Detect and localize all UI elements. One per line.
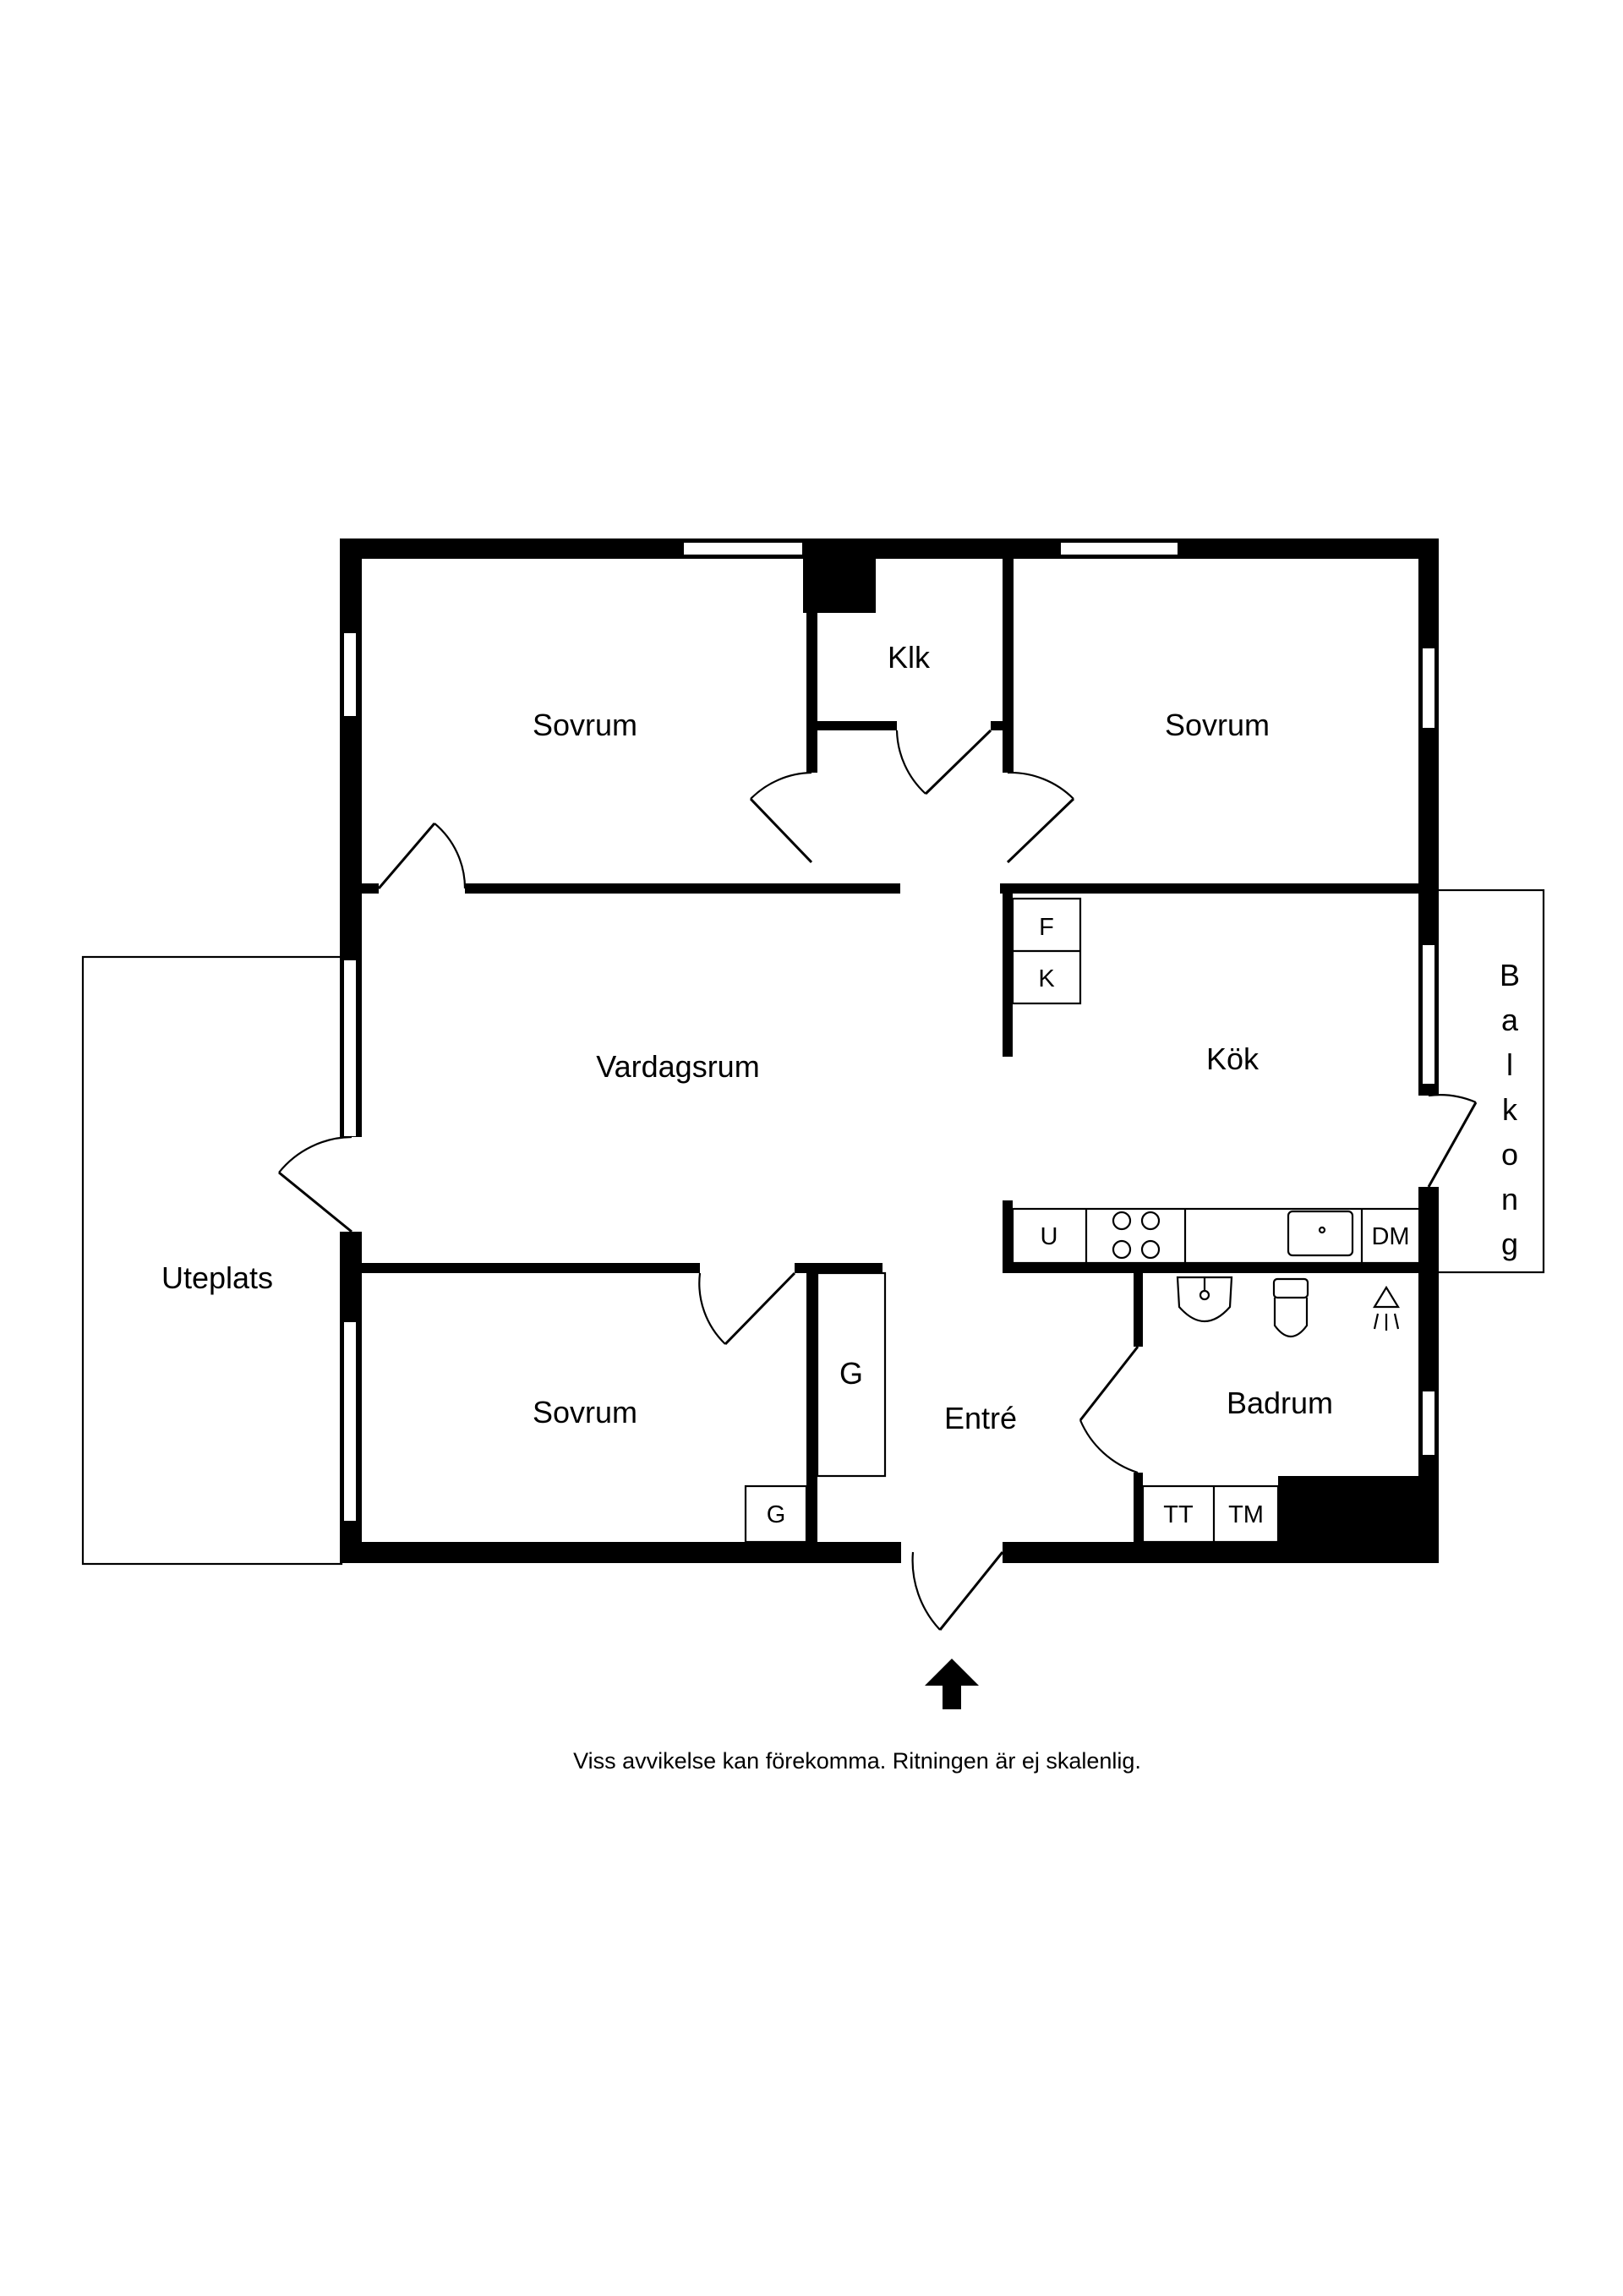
fixture-label-wardrobe-hall: G xyxy=(839,1356,863,1391)
room-label-klk: Klk xyxy=(888,640,931,675)
window-right-3 xyxy=(1421,1390,1436,1457)
laundry-box xyxy=(1141,1484,1280,1544)
stove-icon xyxy=(1112,1211,1161,1260)
exterior-door-openings xyxy=(338,1096,1442,1565)
windows xyxy=(342,541,1436,1522)
door-entre xyxy=(911,1551,1004,1631)
fixture-label-dryer: TT xyxy=(1163,1501,1194,1528)
bathroom-fixtures xyxy=(1141,1276,1400,1544)
fixture-label-oven: U xyxy=(1041,1223,1058,1250)
room-label-kok: Kök xyxy=(1206,1041,1260,1076)
window-right-1 xyxy=(1421,647,1436,730)
fixture-label-fridge: F xyxy=(1039,914,1054,941)
balkong-letter: o xyxy=(1501,1137,1518,1172)
balkong-letter: k xyxy=(1502,1092,1518,1127)
window-left-3 xyxy=(342,1320,358,1522)
window-left-2 xyxy=(342,959,358,1138)
window-top-right xyxy=(1059,541,1179,556)
room-label-sovrum-sw: Sovrum xyxy=(533,1395,637,1430)
door-sovrum-ne xyxy=(1006,771,1075,864)
door-balkong xyxy=(1427,1094,1478,1188)
fixture-label-washer: TM xyxy=(1228,1501,1264,1528)
fixture-label-wardrobe-bedroom: G xyxy=(767,1501,786,1528)
wardrobe-hall-box xyxy=(816,1271,887,1478)
room-labels: Sovrum Klk Sovrum Vardagsrum Kök Uteplat… xyxy=(161,640,1520,1435)
room-label-entre: Entré xyxy=(944,1401,1017,1435)
sink-icon xyxy=(1287,1210,1354,1257)
door-sovrum-nw xyxy=(377,823,467,889)
window-right-2 xyxy=(1421,943,1436,1085)
entrance-arrow-icon xyxy=(925,1659,979,1709)
washbasin-icon xyxy=(1176,1276,1233,1322)
room-label-sovrum-nw: Sovrum xyxy=(533,708,637,742)
shower-icon xyxy=(1373,1285,1400,1331)
fixture-labels: F K U DM G G TT TM xyxy=(767,914,1410,1528)
disclaimer-text: Viss avvikelse kan förekomma. Ritningen … xyxy=(573,1748,1141,1774)
room-label-uteplats: Uteplats xyxy=(161,1260,273,1295)
balkong-letter: l xyxy=(1506,1047,1513,1082)
interior-walls xyxy=(362,559,1420,1544)
fixture-label-freezer: K xyxy=(1038,965,1055,992)
doors xyxy=(278,729,1478,1631)
door-sovrum-sw xyxy=(698,1271,796,1346)
balkong-letter: n xyxy=(1501,1182,1518,1216)
room-label-vardagsrum: Vardagsrum xyxy=(596,1049,759,1084)
window-top-left xyxy=(682,541,804,556)
balkong-letter: B xyxy=(1500,958,1520,992)
balkong-letter: g xyxy=(1501,1227,1518,1261)
balkong-outline xyxy=(1435,888,1545,1274)
fixture-label-dishwasher: DM xyxy=(1371,1223,1409,1250)
wardrobes xyxy=(744,1271,887,1544)
balkong-letter: a xyxy=(1501,1003,1519,1037)
door-sovrum-nw-east xyxy=(749,771,813,864)
counter xyxy=(1011,1207,1422,1265)
room-label-sovrum-ne: Sovrum xyxy=(1165,708,1270,742)
kitchen-fixtures xyxy=(1011,897,1422,1265)
door-klk xyxy=(895,729,992,795)
wardrobe-bedroom-box xyxy=(744,1484,808,1544)
door-badrum xyxy=(1079,1346,1139,1474)
door-uteplats xyxy=(278,1135,352,1233)
room-label-badrum: Badrum xyxy=(1227,1386,1333,1420)
toilet-icon xyxy=(1272,1277,1309,1338)
window-left-1 xyxy=(342,631,358,718)
